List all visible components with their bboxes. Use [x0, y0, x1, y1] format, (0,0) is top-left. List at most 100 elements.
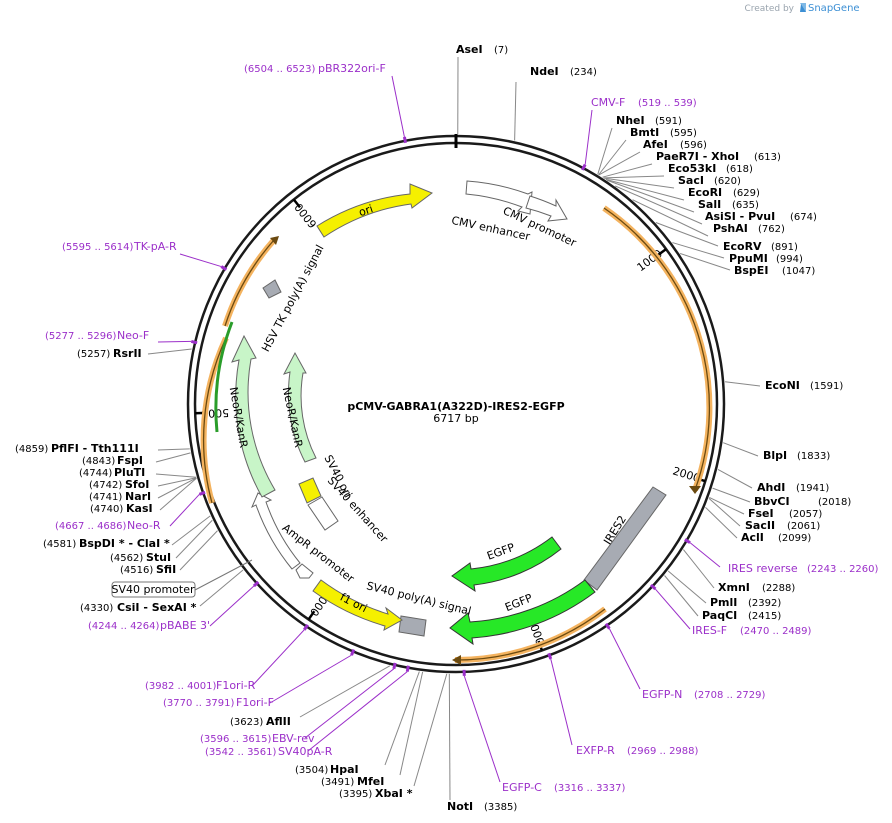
feature-f1-ori[interactable]: [312, 579, 403, 631]
enzyme-name-xmni[interactable]: XmnI: [718, 581, 750, 594]
enzyme-name-bspei[interactable]: BspEI: [734, 264, 768, 277]
feature-cmv-enhancer[interactable]: [465, 180, 533, 215]
enzyme-name-bmti[interactable]: BmtI: [630, 126, 659, 139]
enzyme-name-kasi[interactable]: KasI: [126, 502, 153, 515]
enzyme-name-sfii[interactable]: SfiI: [156, 563, 176, 576]
enzyme-pos-eco53ki: (618): [726, 164, 753, 175]
enzyme-pos-sfoi: (4742): [89, 480, 122, 491]
feature-hsv-tk-polya[interactable]: [262, 279, 282, 299]
feature-neor-outer[interactable]: [231, 334, 276, 498]
enzyme-name-ppumi[interactable]: PpuMI: [729, 252, 768, 265]
primer-name-egfp-n[interactable]: EGFP-N: [642, 688, 682, 701]
enzyme-name-fsei[interactable]: FseI: [748, 507, 774, 520]
primer-mark-f1ori-f: [350, 649, 356, 656]
enzyme-name-sali[interactable]: SalI: [698, 198, 721, 211]
enzyme-name-asisi-pvui[interactable]: AsiSI - PvuI: [705, 210, 775, 223]
enzyme-name-xbai[interactable]: XbaI *: [375, 787, 413, 800]
enzyme-name-pflfi-tth111i[interactable]: PflFI - Tth111I: [51, 442, 139, 455]
feature-sv40-polya[interactable]: [398, 615, 427, 637]
enzyme-pos-nhei: (591): [655, 116, 682, 127]
primer-range-tk-pa-r: (5595 .. 5614): [62, 242, 134, 253]
enzyme-name-bspdi-clai[interactable]: BspDI * - ClaI *: [79, 537, 170, 550]
enzyme-name-sacii[interactable]: SacII: [745, 519, 775, 532]
enzyme-name-nhei[interactable]: NheI: [616, 114, 645, 127]
primer-name-ires-f[interactable]: IRES-F: [692, 624, 727, 637]
enzyme-leader-kasi: [159, 477, 197, 511]
primer-mark-exfp-r: [547, 652, 553, 660]
primer-range-sv40pa-r: (3542 .. 3561): [205, 747, 277, 758]
enzyme-name-ndei[interactable]: NdeI: [530, 65, 559, 78]
enzyme-leader-xbai: [413, 673, 448, 787]
primer-name-sv40pa-r[interactable]: SV40pA-R: [278, 745, 333, 758]
plasmid-name: pCMV-GABRA1(A322D)-IRES2-EGFP: [347, 400, 564, 413]
enzyme-name-sfoi[interactable]: SfoI: [125, 478, 149, 491]
primer-leader-pbabe-3: [209, 585, 255, 627]
primer-name-cmv-f[interactable]: CMV-F: [591, 96, 625, 109]
enzyme-name-pluti[interactable]: PluTI: [114, 466, 145, 479]
feature-ires2[interactable]: [583, 486, 667, 591]
enzyme-name-stui[interactable]: StuI: [146, 551, 171, 564]
primer-name-pbabe-3[interactable]: pBABE 3': [160, 619, 210, 632]
primer-leader-exfp-r: [550, 658, 573, 746]
enzyme-name-ecori[interactable]: EcoRI: [688, 186, 722, 199]
enzyme-name-hpai[interactable]: HpaI: [330, 763, 359, 776]
enzyme-leader-rsrii: [147, 348, 192, 355]
enzyme-name-paqci[interactable]: PaqCI: [702, 609, 737, 622]
enzyme-name-ahdi[interactable]: AhdI: [757, 481, 785, 494]
primer-name-f1ori-f[interactable]: F1ori-F: [236, 696, 274, 709]
enzyme-name-afei[interactable]: AfeI: [643, 138, 668, 151]
enzyme-name-blpi[interactable]: BlpI: [763, 449, 787, 462]
feature-neor-inner[interactable]: [282, 351, 317, 463]
feature-label-sv40-enhancer: SV40 enhancer: [325, 474, 391, 545]
enzyme-name-eco53ki[interactable]: Eco53kI: [668, 162, 716, 175]
created-by-text: Created by: [744, 4, 794, 14]
primer-name-neo-r[interactable]: Neo-R: [127, 519, 161, 532]
enzyme-name-paer7i-xhoi[interactable]: PaeR7I - XhoI: [656, 150, 739, 163]
enzyme-name-csii-sexai[interactable]: CsiI - SexAI *: [117, 601, 197, 614]
enzyme-name-ecorv[interactable]: EcoRV: [723, 240, 762, 253]
enzyme-name-noti[interactable]: NotI: [447, 800, 473, 813]
enzyme-name-bbvci[interactable]: BbvCI: [754, 495, 790, 508]
enzyme-leader-afei: [598, 151, 641, 176]
enzyme-leader-acli: [705, 506, 738, 539]
enzyme-name-rsrii[interactable]: RsrII: [113, 347, 142, 360]
primer-name-neo-f[interactable]: Neo-F: [117, 329, 149, 342]
primer-name-egfp-c[interactable]: EGFP-C: [502, 781, 542, 794]
feature-sv40-enhancer[interactable]: [307, 496, 339, 531]
enzyme-name-fspi[interactable]: FspI: [117, 454, 143, 467]
primer-name-exfp-r[interactable]: EXFP-R: [576, 744, 615, 757]
primer-name-pbr322ori-f[interactable]: pBR322ori-F: [318, 62, 386, 75]
feature-cmv-promoter[interactable]: [525, 195, 568, 222]
feature-ampr-promoter[interactable]: [295, 563, 314, 579]
enzyme-name-aflii[interactable]: AflII: [266, 715, 291, 728]
enzyme-name-pmli[interactable]: PmlI: [710, 596, 737, 609]
primer-leader-sv40pa-r: [307, 671, 408, 752]
feature-egfp-inner[interactable]: [451, 536, 562, 593]
feature-sv40-ori[interactable]: [298, 477, 322, 504]
enzyme-pos-mfei: (3491): [321, 777, 354, 788]
orf-arc-tk[interactable]: [222, 238, 277, 327]
primer-name-f1ori-r[interactable]: F1ori-R: [216, 679, 256, 692]
primer-mark-ebv-rev: [392, 662, 397, 670]
primer-name-ires-reverse[interactable]: IRES reverse: [728, 562, 798, 575]
primer-name-ebv-rev[interactable]: EBV-rev: [272, 732, 315, 745]
primer-range-ires-reverse: (2243 .. 2260): [807, 564, 879, 575]
orf-arc-neo-core: [202, 337, 227, 504]
primer-name-tk-pa-r[interactable]: TK-pA-R: [133, 240, 177, 253]
enzyme-name-pshai[interactable]: PshAI: [713, 222, 748, 235]
feature-egfp-outer[interactable]: [449, 579, 596, 646]
feature-label-ori: ori: [357, 202, 375, 219]
enzyme-leader-nhei: [597, 127, 613, 175]
primer-leader-egfp-c: [463, 675, 501, 783]
enzyme-leader-mfei: [399, 671, 424, 776]
feature-ori[interactable]: [316, 183, 434, 238]
enzyme-name-saci[interactable]: SacI: [678, 174, 704, 187]
enzyme-name-acli[interactable]: AclI: [741, 531, 764, 544]
enzyme-name-mfei[interactable]: MfeI: [357, 775, 384, 788]
enzyme-name-econi[interactable]: EcoNI: [765, 379, 800, 392]
enzyme-pos-rsrii: (5257): [77, 349, 110, 360]
enzyme-name-nari[interactable]: NarI: [125, 490, 151, 503]
enzyme-name-asei[interactable]: AseI: [456, 43, 483, 56]
enzyme-leader-pflfi-tth111i: [157, 448, 190, 451]
